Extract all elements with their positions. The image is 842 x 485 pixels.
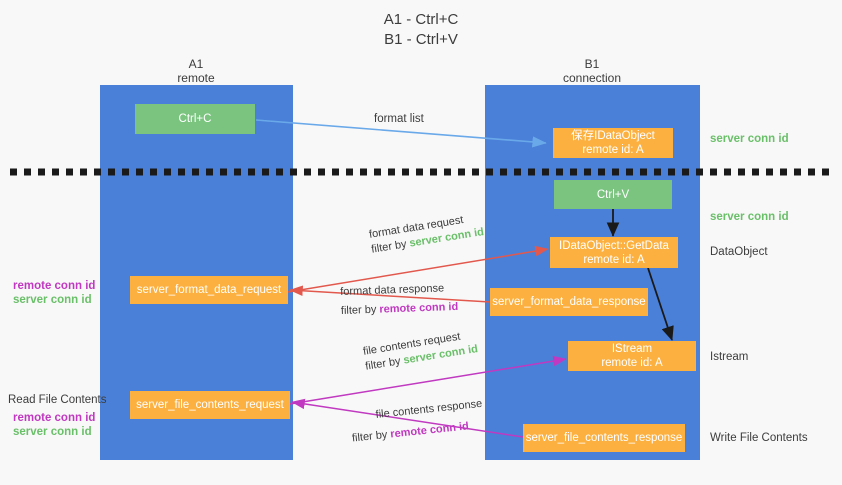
edge-label-format-list: format list — [374, 113, 424, 125]
edge-label-format-data-response-group: format data response filter by remote co… — [340, 281, 458, 319]
column-header-b1: B1 connection — [492, 57, 692, 85]
filter-value-remote-conn-id: remote conn id — [379, 300, 459, 316]
node-ctrl-c[interactable]: Ctrl+C — [135, 104, 255, 134]
node-server-file-contents-request-label: server_file_contents_request — [136, 399, 284, 411]
filter-prefix: filter by — [351, 428, 392, 445]
node-istream-line2: remote id: A — [601, 357, 663, 369]
edge-label-file-contents-request-group: file contents request filter by server c… — [362, 327, 479, 374]
node-save-idataobject-line2: remote id: A — [582, 144, 644, 156]
edge-label-file-contents-response-group: file contents response filter by remote … — [351, 397, 485, 445]
left-label-server-conn-id-1: server conn id — [13, 294, 92, 306]
column-b1-sub: connection — [562, 71, 622, 85]
title-line-2: B1 - Ctrl+V — [384, 31, 458, 48]
node-istream-line1: IStream — [611, 343, 653, 355]
node-server-format-data-request[interactable]: server_format_data_request — [130, 276, 288, 304]
left-label-read-file-contents: Read File Contents — [8, 394, 107, 406]
column-a1-name: A1 — [188, 57, 204, 71]
right-label-dataobject: DataObject — [710, 246, 768, 258]
left-label-conn-ids-1: remote conn id server conn id — [13, 279, 95, 307]
node-idataobject-getdata[interactable]: IDataObject::GetData remote id: A — [550, 237, 678, 268]
node-getdata-line1: IDataObject::GetData — [559, 239, 669, 252]
node-ctrl-c-label: Ctrl+C — [178, 113, 212, 125]
node-istream[interactable]: IStream remote id: A — [568, 341, 696, 371]
left-label-conn-ids-2: remote conn id server conn id — [13, 411, 95, 439]
right-label-server-conn-id-top: server conn id — [710, 133, 789, 145]
left-label-remote-conn-id-2: remote conn id — [13, 412, 96, 424]
edge-label-format-data-request-group: format data request filter by server con… — [368, 210, 485, 257]
filter-value-remote-conn-id: remote conn id — [389, 420, 470, 441]
node-ctrl-v-label: Ctrl+V — [596, 188, 630, 201]
node-server-file-contents-response[interactable]: server_file_contents_response — [523, 424, 685, 452]
edge-label-format-data-response-filter: filter by remote conn id — [341, 300, 459, 319]
right-label-write-file-contents: Write File Contents — [710, 432, 808, 444]
edge-label-format-data-response: format data response — [340, 282, 445, 298]
left-label-remote-conn-id-1: remote conn id — [13, 280, 96, 292]
node-save-idataobject[interactable]: 保存IDataObject remote id: A — [553, 128, 673, 158]
node-server-file-contents-response-label: server_file_contents_response — [525, 432, 683, 444]
left-label-server-conn-id-2: server conn id — [13, 426, 92, 438]
node-server-format-data-response-label: server_format_data_response — [492, 296, 646, 308]
node-server-format-data-request-label: server_format_data_request — [136, 284, 282, 296]
node-ctrl-v[interactable]: Ctrl+V — [554, 180, 672, 209]
node-server-file-contents-request[interactable]: server_file_contents_request — [130, 391, 290, 419]
filter-prefix: filter by — [340, 303, 380, 317]
node-getdata-line2: remote id: A — [583, 253, 645, 266]
title-line-1: A1 - Ctrl+C — [383, 11, 459, 28]
node-save-idataobject-line1: 保存IDataObject — [571, 130, 655, 142]
node-server-format-data-response[interactable]: server_format_data_response — [490, 288, 648, 316]
right-label-istream: Istream — [710, 351, 749, 363]
edge-label-file-contents-response-filter: filter by remote conn id — [351, 418, 485, 447]
column-a1-sub: remote — [177, 71, 215, 85]
right-label-server-conn-id-mid: server conn id — [710, 211, 789, 223]
page-title: A1 - Ctrl+C B1 - Ctrl+V — [0, 10, 842, 50]
column-b1-name: B1 — [584, 57, 600, 71]
column-header-a1: A1 remote — [96, 57, 296, 85]
